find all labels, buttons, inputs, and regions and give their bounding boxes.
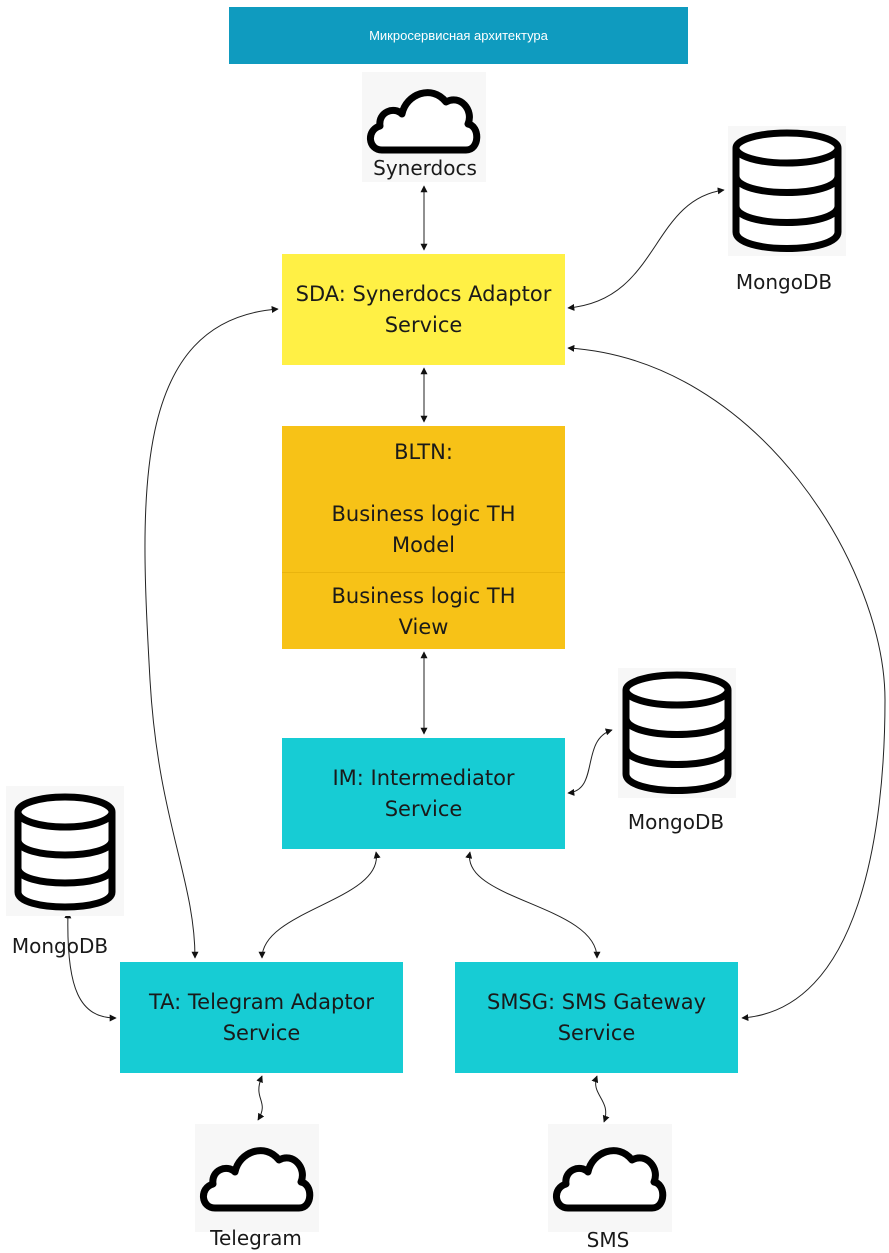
telegram-cloud: [195, 1124, 319, 1232]
im-service-line2: Service: [384, 796, 463, 821]
bltn-view-line2: View: [398, 614, 449, 639]
connector-im-mongodb: [567, 728, 613, 796]
cloud-icon: [200, 1147, 314, 1212]
bltn-view-line1: Business logic TH: [331, 583, 516, 608]
ta-mongodb: [6, 786, 124, 916]
connector-im-smsg: [465, 851, 601, 959]
sda-service-line2: Service: [384, 312, 463, 337]
bltn-model-section: BLTN: Business logic TH Model: [282, 426, 565, 571]
im-service-box: IM: Intermediator Service: [282, 738, 565, 849]
connector-sda-mongodb: [567, 187, 725, 311]
im-mongodb-label: MongoDB: [627, 810, 725, 834]
connector-mongodb-ta: [64, 911, 117, 1022]
sms-label: SMS: [586, 1228, 630, 1252]
cloud-icon: [367, 89, 481, 154]
diagram-title: Микросервисная архитектура: [229, 7, 688, 64]
sda-mongodb: [728, 126, 846, 256]
bltn-model-line1: Business logic TH: [331, 501, 516, 526]
ta-service-line2: Service: [222, 1020, 301, 1045]
bltn-view-section: Business logic TH View: [282, 572, 565, 650]
smsg-service-line1: SMSG: SMS Gateway: [486, 989, 707, 1014]
ta-service-line1: TA: Telegram Adaptor: [148, 989, 375, 1014]
database-icon: [622, 671, 732, 794]
bltn-title: BLTN:: [394, 439, 453, 464]
database-icon: [732, 129, 842, 252]
bltn-model-line2: Model: [391, 532, 456, 557]
smsg-service-box: SMSG: SMS Gateway Service: [455, 962, 738, 1073]
ta-service-box: TA: Telegram Adaptor Service: [120, 962, 403, 1073]
sda-service-line1: SDA: Synerdocs Adaptor: [295, 281, 552, 306]
connector-sda-ta: [144, 305, 279, 959]
synerdocs-label: Synerdocs: [373, 156, 477, 180]
smsg-service-line2: Service: [557, 1020, 636, 1045]
connector-im-ta: [258, 851, 381, 959]
connector-ta-telegram: [256, 1075, 265, 1121]
bltn-service-box: BLTN: Business logic TH Model Business l…: [282, 426, 565, 649]
ta-mongodb-label: MongoDB: [11, 934, 109, 958]
telegram-label: Telegram: [210, 1226, 302, 1250]
connector-smsg-sms: [591, 1075, 610, 1123]
synerdocs-cloud: [362, 72, 486, 182]
sms-cloud: [548, 1124, 672, 1232]
cloud-icon: [553, 1147, 667, 1212]
database-icon: [14, 793, 116, 911]
im-mongodb: [618, 668, 736, 798]
im-service-line1: IM: Intermediator: [332, 765, 515, 790]
sda-service-box: SDA: Synerdocs Adaptor Service: [282, 254, 565, 365]
sda-mongodb-label: MongoDB: [735, 270, 833, 294]
